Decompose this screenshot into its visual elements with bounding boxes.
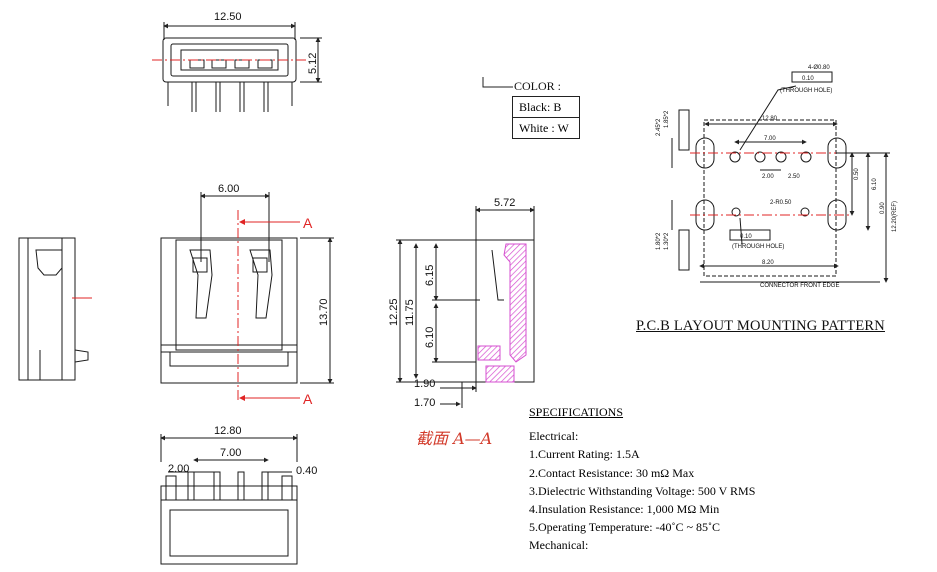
spec-item: 2.Contact Resistance: 30 mΩ Max bbox=[529, 465, 695, 480]
section-view bbox=[396, 206, 535, 408]
pcb-through-hole-2: (THROUGH HOLE) bbox=[732, 244, 784, 250]
dim-bottom-pin: 0.40 bbox=[296, 465, 317, 477]
pcb-hole-spec: 4-Ø0.80 bbox=[808, 65, 830, 71]
dim-side-body: 11.75 bbox=[404, 299, 416, 326]
pcb-dim-2-45: 2.45*2 bbox=[656, 118, 662, 136]
color-row-white: White : W bbox=[512, 117, 580, 139]
dim-bottom-pitch-outer: 7.00 bbox=[220, 447, 241, 459]
section-marker-bottom: A bbox=[303, 391, 313, 407]
pcb-labels: 4-Ø0.80 (THROUGH HOLE) 12.80 7.00 2.00 2… bbox=[656, 65, 898, 289]
pcb-dim-0-90: 0.90 bbox=[880, 202, 886, 214]
pcb-dim-2-50: 2.50 bbox=[788, 174, 800, 180]
dim-bottom-width: 12.80 bbox=[214, 425, 242, 437]
pcb-dim-12-20-ref: 12.20(REF) bbox=[892, 201, 898, 232]
side-view bbox=[18, 237, 92, 381]
dim-side-total: 12.25 bbox=[388, 298, 400, 326]
color-row-black: Black: B bbox=[512, 96, 580, 118]
color-label: COLOR : bbox=[514, 79, 562, 93]
dim-bottom-pitch-inner: 2.00 bbox=[168, 463, 189, 475]
spec-item: 3.Dielectric Withstanding Voltage: 500 V… bbox=[529, 483, 756, 498]
section-marker-top: A bbox=[303, 215, 313, 231]
color-table: Black: B White : W bbox=[512, 96, 580, 139]
dim-top-width: 12.50 bbox=[214, 11, 242, 23]
dim-side-width: 5.72 bbox=[494, 197, 515, 209]
spec-item: 4.Insulation Resistance: 1,000 MΩ Min bbox=[529, 502, 720, 517]
pcb-through-hole: (THROUGH HOLE) bbox=[780, 88, 832, 94]
electrical-label: Electrical: bbox=[529, 429, 579, 444]
spec-item: 1.Current Rating: 1.5A bbox=[529, 447, 640, 462]
pcb-dim-6-10: 6.10 bbox=[872, 178, 878, 190]
pcb-dim-1-30: 1.30*2 bbox=[664, 232, 670, 250]
pcb-dim-8-20: 8.20 bbox=[762, 260, 774, 266]
specifications-heading: SPECIFICATIONS bbox=[529, 405, 624, 419]
spec-item: 5.Operating Temperature: -40˚C ~ 85˚C bbox=[529, 520, 721, 535]
pcb-dim-1-80: 1.80*2 bbox=[656, 232, 662, 250]
section-markers: A A bbox=[303, 215, 313, 407]
dim-front-height: 13.70 bbox=[318, 298, 330, 326]
pcb-tol-a: 0.10 bbox=[802, 76, 814, 82]
pcb-dim-2-00: 2.00 bbox=[762, 174, 774, 180]
front-view bbox=[160, 192, 334, 401]
section-title: 截面 A—A bbox=[416, 429, 493, 448]
dim-side-upper: 6.15 bbox=[424, 265, 436, 286]
pcb-title: P.C.B LAYOUT MOUNTING PATTERN bbox=[636, 318, 885, 334]
pcb-tol-b: 0.10 bbox=[740, 234, 752, 240]
dimension-labels: 12.50 5.12 6.00 13.70 5.72 12.25 11.75 6… bbox=[168, 11, 515, 477]
bottom-view bbox=[160, 434, 298, 565]
dim-side-offset-2: 1.70 bbox=[414, 397, 435, 409]
pcb-layout bbox=[671, 71, 890, 283]
dim-side-lower: 6.10 bbox=[424, 327, 436, 348]
pcb-dim-r: 2-R0.50 bbox=[770, 200, 792, 206]
dim-side-offset-1: 1.90 bbox=[414, 378, 435, 390]
pcb-dim-0-50: 0.50 bbox=[854, 168, 860, 180]
pcb-dim-1-85: 1.85*2 bbox=[664, 110, 670, 128]
pcb-dim-7-00: 7.00 bbox=[764, 136, 776, 142]
pcb-front-edge: CONNECTOR FRONT EDGE bbox=[760, 283, 839, 289]
top-view bbox=[152, 22, 322, 112]
dim-top-height: 5.12 bbox=[307, 53, 319, 74]
specifications: SPECIFICATIONS Electrical: 1.Current Rat… bbox=[529, 403, 755, 555]
pcb-dim-12-80: 12.80 bbox=[762, 116, 778, 122]
dim-front-pin-span: 6.00 bbox=[218, 183, 239, 195]
color-leader bbox=[482, 77, 513, 88]
mechanical-label: Mechanical: bbox=[529, 538, 589, 553]
